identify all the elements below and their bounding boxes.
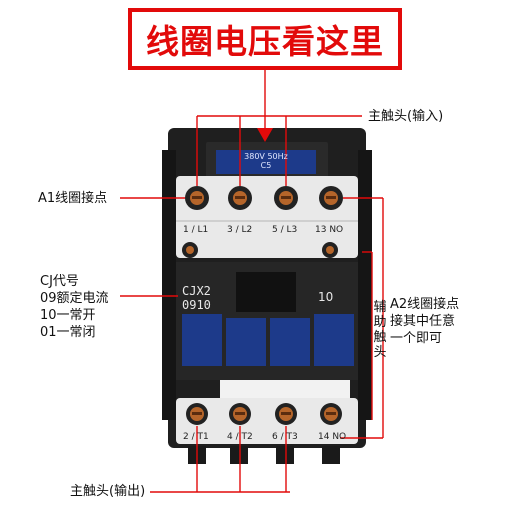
terminal-label-l2: 3 / L2 [227,225,253,235]
aux-code: 10 [318,290,334,304]
model-code-line-2: 0910 [182,298,211,312]
bottom-screw-t3 [275,403,297,425]
coil-rating-line-2: C5 [260,161,272,170]
label-strip [220,380,350,400]
cj-line-1: CJ代号 [40,274,79,289]
bottom-screw-t2 [229,403,251,425]
foot-right [322,446,340,464]
a2-coil-legend: A2线圈接点 接其中任意 一个即可 [390,296,459,347]
blue-block-center-left [226,318,266,366]
coil-rating: 380V 50Hz C5 [218,152,314,170]
body-shoulder-left [162,150,176,420]
bottom-screw-14no [320,403,342,425]
coil-rating-line-1: 380V 50Hz [244,152,288,161]
a2-line-1: A2线圈接点 [390,297,460,312]
banner-text: 线圈电压看这里 [146,22,384,61]
main-input-label: 主触头(输入) [368,109,444,124]
coil-rating-plate [216,150,316,174]
armature-slot [236,272,296,312]
annotation-lines [120,70,384,493]
blue-block-left [182,314,222,366]
bottom-screw-t1 [186,403,208,425]
terminal-label-13no: 13 NO [315,225,344,235]
aux-contact-label: 辅助触头 [373,300,387,360]
cj-line-3: 10一常开 [40,308,96,323]
bottom-terminal-block [176,398,358,444]
model-code: CJX2 0910 [182,284,211,312]
blue-block-center-right [270,318,310,366]
cj-line-2: 09额定电流 [40,291,109,306]
cj-line-4: 01一常闭 [40,325,96,340]
body-shoulder-right [358,150,372,420]
a1-coil-label: A1线圈接点 [38,191,108,206]
terminal-label-14no: 14 NO [318,432,347,442]
banner-arrowhead-icon [257,128,273,142]
a2-line-2: 接其中任意 [390,314,456,329]
foot-mid-right [276,446,294,464]
model-code-line-1: CJX2 [182,284,211,298]
main-output-label: 主触头(输出) [70,484,146,499]
top-terminal-divider [176,220,358,222]
a2-line-3: 一个即可 [390,331,443,346]
blue-block-right [314,314,354,366]
terminal-label-l3: 5 / L3 [272,225,298,235]
top-screw-13no [319,186,343,210]
terminal-label-l1: 1 / L1 [183,225,209,235]
terminal-label-t2: 4 / T2 [227,432,253,442]
top-screw-l1 [185,186,209,210]
terminal-label-t3: 6 / T3 [272,432,298,442]
top-screw-l3 [274,186,298,210]
voltage-banner: 线圈电压看这里 [128,8,402,70]
cj-code-legend: CJ代号 09额定电流 10一常开 01一常闭 [40,273,109,341]
top-terminal-block [176,176,358,258]
terminal-label-t1: 2 / T1 [183,432,209,442]
foot-mid-left [230,446,248,464]
top-screw-l2 [228,186,252,210]
